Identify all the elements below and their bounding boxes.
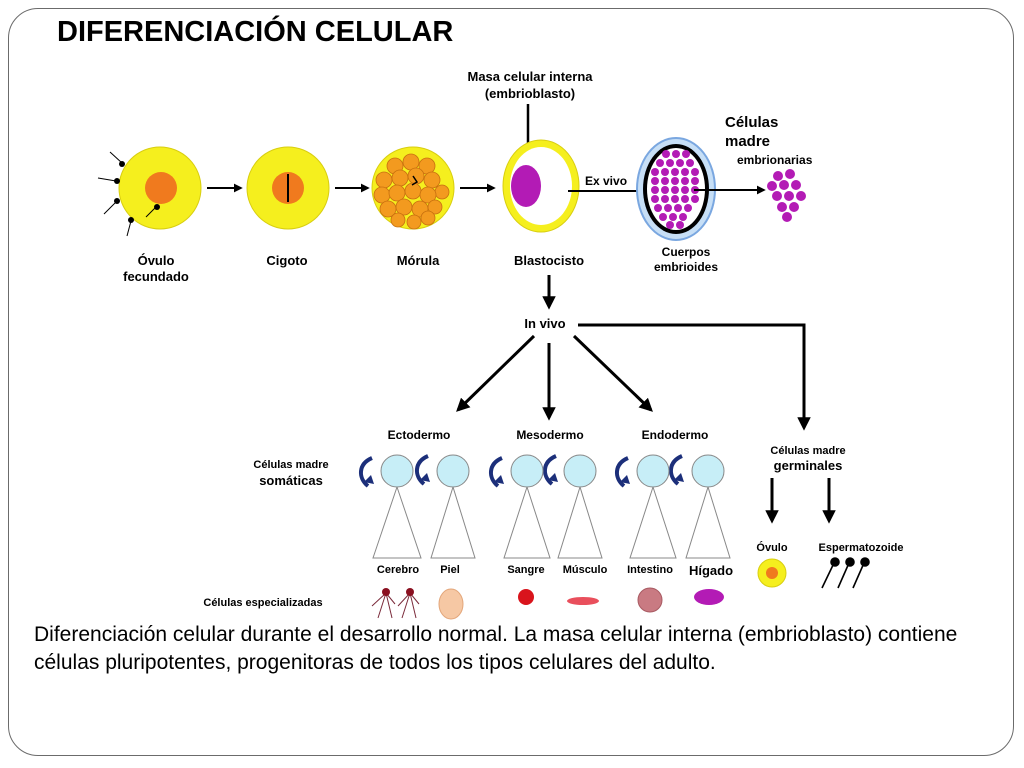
sperm-cells xyxy=(821,557,870,589)
page-title: DIFERENCIACIÓN CELULAR xyxy=(57,16,454,48)
label-cigoto: Cigoto xyxy=(266,253,307,268)
label-ovulo-fecundado-2: fecundado xyxy=(123,269,189,284)
label-ovulo: Óvulo xyxy=(756,541,787,554)
embryonic-stem-cells xyxy=(767,169,806,222)
arrow-in-vivo-to-germinales xyxy=(578,323,811,431)
arrow-in-vivo-to-ectodermo xyxy=(456,334,536,412)
label-germinales-1: Células madre xyxy=(770,445,845,457)
label-cuerpos: Cuerpos xyxy=(662,245,711,259)
label-in-vivo: In vivo xyxy=(524,316,565,331)
label-celulas: Células xyxy=(725,114,778,131)
label-sangre: Sangre xyxy=(507,564,544,576)
arrow-in-vivo-to-endodermo xyxy=(572,334,653,412)
egg-cell xyxy=(757,558,787,588)
caption: Diferenciación celular durante el desarr… xyxy=(34,623,958,674)
label-madre: madre xyxy=(725,133,770,150)
label-ectodermo: Ectodermo xyxy=(388,428,451,442)
label-ex-vivo: Ex vivo xyxy=(585,174,627,188)
label-celulas-especializadas: Células especializadas xyxy=(203,597,322,609)
label-masa-celular-interna: Masa celular interna xyxy=(468,69,594,84)
label-somaticas-2: somáticas xyxy=(259,473,323,488)
label-higado: Hígado xyxy=(689,563,733,578)
muscle-cell xyxy=(567,597,599,605)
slide-frame xyxy=(8,8,1014,756)
label-embrioides: embrioides xyxy=(654,260,718,274)
label-germinales-2: germinales xyxy=(774,458,843,473)
intestine-cell xyxy=(637,587,663,613)
neuron-cells xyxy=(371,588,420,619)
blood-cell xyxy=(518,589,534,605)
label-somaticas-1: Células madre xyxy=(253,459,328,471)
label-endodermo: Endodermo xyxy=(642,428,709,442)
liver-cell xyxy=(694,589,724,605)
label-cerebro: Cerebro xyxy=(377,564,419,576)
label-embrionarias: embrionarias xyxy=(737,153,813,167)
embryoid-bodies xyxy=(636,137,716,241)
label-blastocisto: Blastocisto xyxy=(514,253,584,268)
blastocyst xyxy=(502,139,580,233)
label-ovulo-fecundado-1: Óvulo xyxy=(138,253,175,268)
label-intestino: Intestino xyxy=(627,564,673,576)
label-piel: Piel xyxy=(440,564,460,576)
label-mesodermo: Mesodermo xyxy=(516,428,583,442)
morula xyxy=(371,146,455,230)
label-musculo: Músculo xyxy=(563,564,608,576)
label-embrioblasto: (embrioblasto) xyxy=(485,86,575,101)
somatic-stem-cell-lineages xyxy=(359,454,731,559)
label-morula: Mórula xyxy=(397,253,440,268)
fertilized-egg xyxy=(97,146,202,237)
zygote xyxy=(246,146,330,230)
label-espermatozoide: Espermatozoide xyxy=(819,542,904,554)
skin-cell xyxy=(438,588,464,620)
